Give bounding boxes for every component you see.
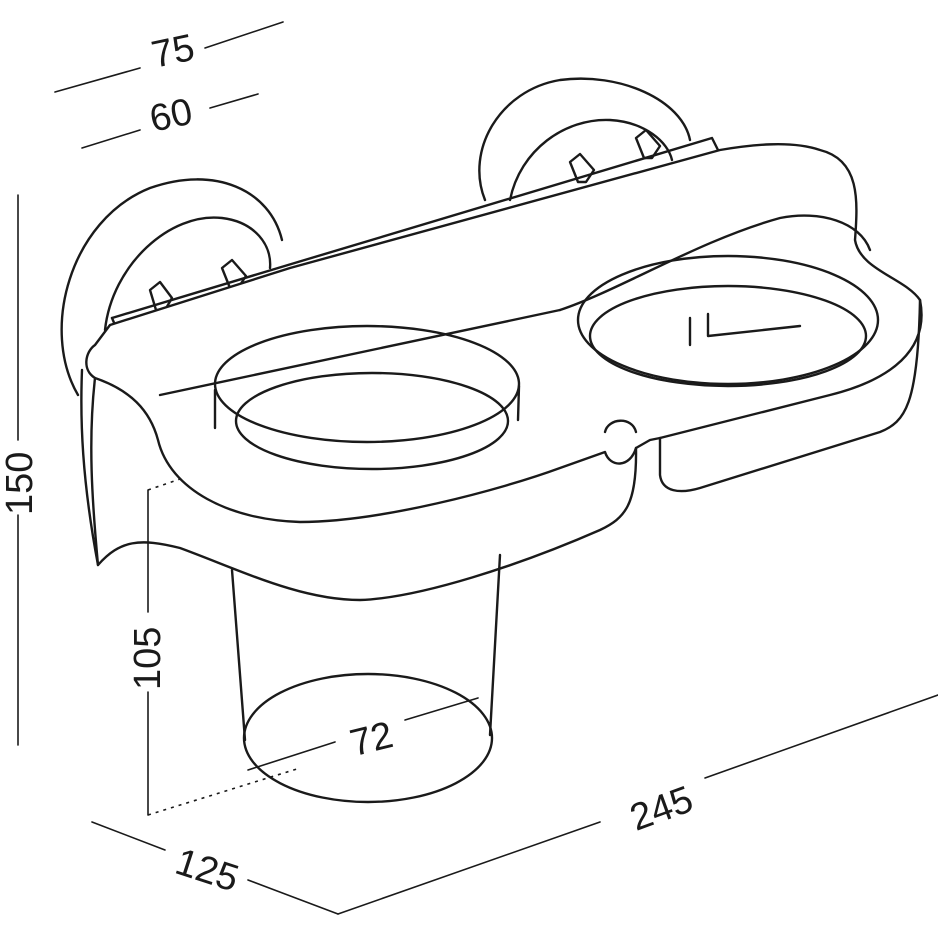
dim-cup-height: 105 xyxy=(127,627,169,690)
dim-cup-diameter: 72 xyxy=(346,714,397,765)
dimension-labels: 75 60 150 105 72 125 245 xyxy=(0,27,699,901)
dim-height-total: 150 xyxy=(0,452,41,515)
suction-mount-left xyxy=(60,178,284,397)
cup-ring-left xyxy=(213,324,521,471)
dim-depth: 125 xyxy=(170,841,243,901)
cup xyxy=(230,553,502,804)
dim-width-inner: 60 xyxy=(146,91,196,141)
dim-length: 245 xyxy=(625,778,699,839)
dimension-lines xyxy=(17,21,938,915)
tray xyxy=(80,136,923,602)
cup-ring-right xyxy=(576,254,880,388)
dim-width-outer: 75 xyxy=(148,27,198,77)
